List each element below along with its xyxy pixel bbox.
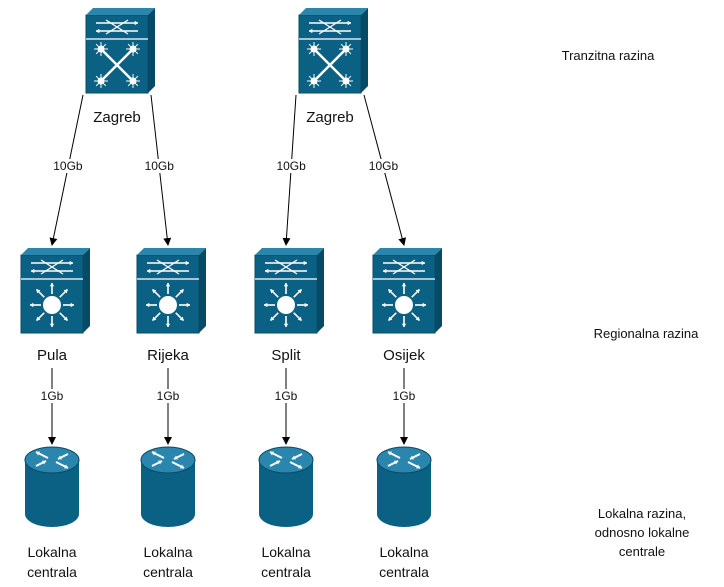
node-label-local: Lokalna (27, 544, 76, 560)
core-switch-icon (298, 8, 368, 94)
bandwidth-label: 1Gb (41, 389, 64, 403)
router-icon (258, 446, 314, 527)
bandwidth-label: 10Gb (369, 159, 399, 173)
node-label-local: centrala (379, 564, 429, 580)
bandwidth-label: 10Gb (145, 159, 175, 173)
edge-label-bg (275, 159, 308, 173)
edge-label-bg (51, 159, 84, 173)
node-label-local: centrala (261, 564, 311, 580)
level-label-local: odnosno lokalne (595, 525, 690, 540)
layer3-switch-icon (136, 248, 206, 334)
edge-label-bg (367, 159, 400, 173)
node-label-local: Lokalna (379, 544, 428, 560)
router-icon (24, 446, 80, 527)
edge-label-bg (143, 159, 176, 173)
bandwidth-label: 1Gb (393, 389, 416, 403)
node-label-transit: Zagreb (306, 109, 354, 126)
core-switch-icon (85, 8, 155, 94)
edge-label-bg (36, 389, 68, 403)
node-label-regional: Rijeka (147, 347, 189, 364)
layer3-switch-icon (372, 248, 442, 334)
nodes-layer (20, 8, 442, 527)
node-label-transit: Zagreb (93, 109, 141, 126)
node-label-local: centrala (143, 564, 193, 580)
level-label-local: centrale (619, 544, 665, 559)
edge-label-bg (152, 389, 184, 403)
bandwidth-label: 10Gb (276, 159, 306, 173)
router-icon (376, 446, 432, 527)
edge-label-bg (270, 389, 302, 403)
node-label-regional: Pula (37, 347, 68, 364)
level-label-regional: Regionalna razina (594, 326, 700, 341)
node-label-regional: Osijek (383, 347, 425, 364)
layer3-switch-icon (20, 248, 90, 334)
labels-layer: 10Gb 10Gb 10Gb 10Gb 1Gb 1Gb 1Gb 1Gb Zagreb Zagreb… (27, 48, 699, 580)
bandwidth-label: 10Gb (53, 159, 83, 173)
node-label-regional: Split (271, 347, 301, 364)
bandwidth-label: 1Gb (275, 389, 298, 403)
router-icon (140, 446, 196, 527)
level-label-transit: Tranzitna razina (562, 48, 655, 63)
node-label-local: Lokalna (143, 544, 192, 560)
node-label-local: Lokalna (261, 544, 310, 560)
node-label-local: centrala (27, 564, 77, 580)
level-label-local: Lokalna razina, (598, 506, 686, 521)
edges-layer (48, 94, 408, 445)
edge-label-bg (388, 389, 420, 403)
bandwidth-label: 1Gb (157, 389, 180, 403)
layer3-switch-icon (254, 248, 324, 334)
